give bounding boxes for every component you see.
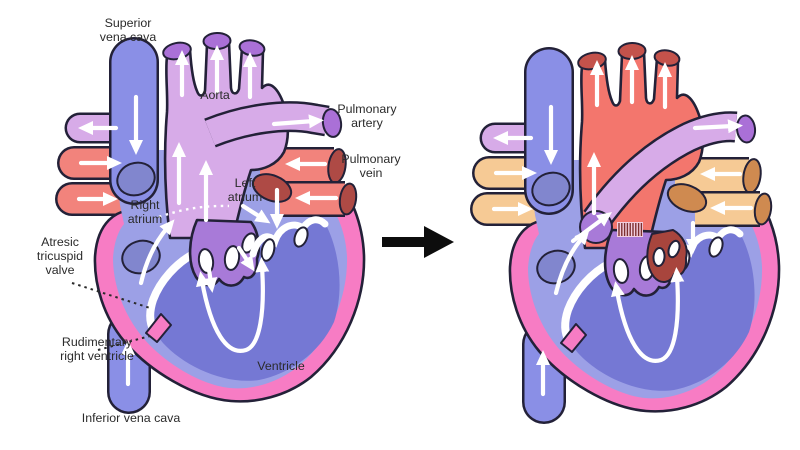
- ventricle-flow-curve: [195, 257, 270, 353]
- septal-channel: [146, 249, 199, 335]
- pulmonary-artery-group-b: [579, 111, 757, 244]
- label-superior-vena-cava: Superior vena cava: [99, 16, 157, 44]
- ventricle-flow-curve: [610, 267, 685, 363]
- pulmonary-artery-flow-arrow: [692, 119, 743, 134]
- shunt-flow-arrow: [570, 212, 613, 244]
- aorta-branch-cap-2: [202, 31, 232, 51]
- mitral-flow-arrow-1: [203, 260, 218, 293]
- heart-after: [470, 41, 781, 424]
- label-ventricle: Ventricle: [257, 359, 305, 373]
- annulus-cusp-2: [708, 236, 724, 258]
- pulmonary-artery-group-a: [204, 101, 343, 148]
- valve-plane-dotted-line: [158, 204, 230, 219]
- pulmonary-vein-ostium: [666, 183, 708, 213]
- label-right-atrium: Right atrium: [127, 198, 163, 226]
- pulmonary-artery-cap: [735, 114, 757, 144]
- pulmonary-vein-ostium: [251, 173, 293, 203]
- right-pulmonary-vein-2-cap: [753, 192, 773, 226]
- atresic-valve-leader-line: [71, 282, 151, 309]
- label-pulmonary-vein: Pulmonary vein: [341, 152, 401, 180]
- flow-arrows: [76, 45, 339, 387]
- flow-arrows: [491, 55, 754, 397]
- right-atrium-flow-arrow: [138, 219, 175, 286]
- label-inferior-vena-cava: Inferior vena cava: [81, 411, 181, 425]
- label-atresic-tricuspid-valve: Atresic tricuspid valve: [36, 235, 84, 277]
- septal-channel: [561, 259, 614, 345]
- svc-ostium-oval: [116, 161, 156, 197]
- heart-before: [55, 31, 366, 414]
- aorta-branch-cap-2: [617, 41, 647, 61]
- shunt-opening-circle: [579, 210, 613, 244]
- label-left-atrium: Left atrium: [227, 176, 263, 204]
- right-atrium-flow-arrow: [553, 229, 590, 296]
- pulmonary-artery-tube: [205, 103, 330, 146]
- hatch-lines: [618, 223, 643, 236]
- label-aorta: Aorta: [200, 88, 230, 102]
- atretic-leaflet-1: [652, 247, 666, 267]
- svc-ostium-oval: [531, 171, 571, 207]
- label-rudimentary-right-ventricle: Rudimentary right ventricle: [60, 335, 134, 363]
- right-pulmonary-vein-2-cap: [338, 182, 358, 216]
- rudimentary-rv-notch: [560, 323, 587, 353]
- rudimentary-rv-notch: [145, 313, 172, 343]
- pulmonary-artery-flow-arrow: [271, 114, 324, 129]
- annulus-cusp-2: [293, 226, 309, 248]
- transition-arrow: [382, 226, 454, 258]
- valve-annulus-arcs: [249, 216, 329, 258]
- label-pulmonary-artery: Pulmonary artery: [337, 102, 397, 130]
- atretic-leaflet-2: [667, 239, 681, 259]
- left-atrium-diagonal-arrow: [240, 203, 271, 224]
